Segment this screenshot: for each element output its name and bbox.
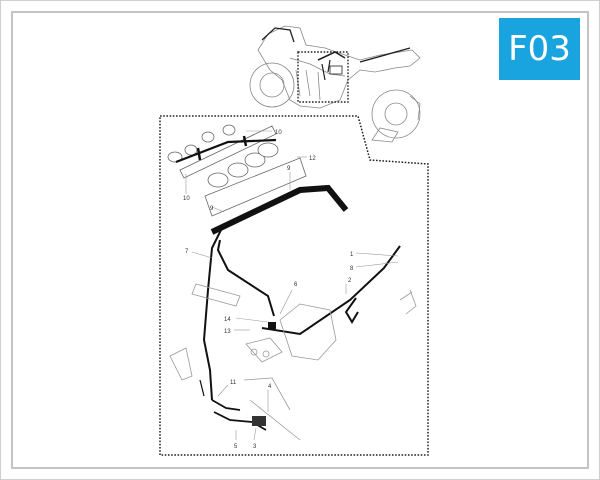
harness-branch-left	[202, 227, 223, 401]
callout-10-top: 10	[275, 130, 282, 136]
callout-14: 14	[224, 317, 231, 323]
harness-branch-mid	[216, 239, 275, 317]
section-code-badge: F03	[499, 18, 580, 80]
section-code-text: F03	[508, 29, 571, 69]
diagram-border	[11, 11, 589, 469]
throttle-bodies	[204, 142, 307, 217]
callout-8: 8	[350, 266, 354, 272]
leader-lines	[185, 130, 399, 441]
callout-13: 13	[224, 329, 231, 335]
harness-branch-right	[261, 245, 401, 336]
callout-2: 2	[348, 278, 352, 284]
detail-boundary	[159, 115, 429, 456]
callout-12: 12	[309, 156, 316, 162]
callout-6: 6	[294, 282, 298, 288]
callout-10-left: 10	[183, 196, 190, 202]
highlight-box	[297, 51, 349, 103]
callout-5: 5	[234, 444, 238, 450]
callout-3: 3	[253, 444, 257, 450]
callout-labels: 10 10 12 9 9 7 1 8 2 6 14 13 11 4 5 3	[183, 130, 354, 450]
callout-9-left: 9	[210, 206, 214, 212]
motorcycle-overview-illustration	[249, 25, 421, 143]
callout-4: 4	[268, 384, 272, 390]
connector-6	[268, 322, 276, 329]
harness-top	[175, 138, 277, 164]
connector-3	[252, 416, 266, 426]
callout-1: 1	[350, 252, 354, 258]
callout-7: 7	[185, 249, 189, 255]
callout-11: 11	[230, 380, 237, 386]
callout-9-top: 9	[287, 166, 291, 172]
engine-outline	[169, 283, 417, 441]
main-harness-sleeve	[210, 184, 349, 235]
